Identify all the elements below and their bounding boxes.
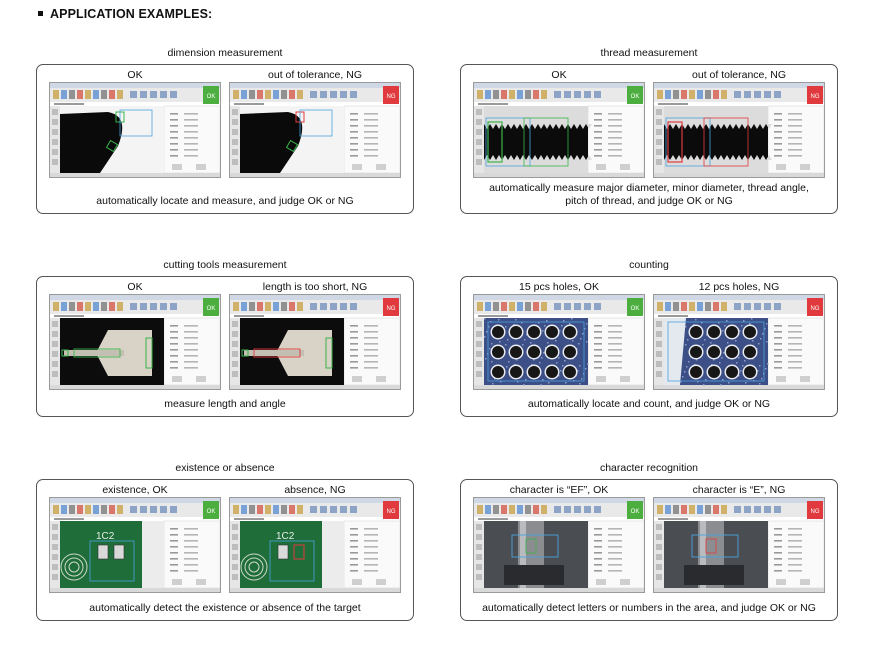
panel-title: thread measurement [600, 47, 698, 59]
status-badge-icon [627, 501, 643, 519]
result-label: absence, NG [284, 484, 346, 496]
svg-text:NG: NG [387, 306, 396, 312]
status-badge-icon [203, 501, 219, 519]
status-badge-icon [627, 298, 643, 316]
example-left: OK OK [473, 68, 645, 178]
caption-line: pitch of thread, and judge OK or NG [565, 195, 733, 207]
svg-text:OK: OK [207, 509, 216, 515]
screenshot-row: character is “EF”, OK OK character is “E”,… [473, 483, 825, 593]
app-window-icon: NG [229, 294, 401, 390]
screenshot-row: OK OK length is too short, NG NG [49, 280, 401, 390]
status-badge-icon [807, 501, 823, 519]
result-label: 15 pcs holes, OK [519, 281, 599, 293]
example-left: character is “EF”, OK OK [473, 483, 645, 593]
result-label: out of tolerance, NG [692, 69, 786, 81]
screenshot-row: OK OK out of tolerance, NG NG [473, 68, 825, 178]
status-badge-icon [807, 298, 823, 316]
result-label: OK [551, 69, 567, 81]
panel-box: OK OK out of tolerance, NG NG automatically … [460, 64, 838, 214]
panel-box: OK OK out of tolerance, NG NG automatically … [36, 64, 414, 214]
svg-text:OK: OK [207, 306, 216, 312]
panel-box: OK OK length is too short, NG NG measure len… [36, 276, 414, 417]
result-label: out of tolerance, NG [268, 69, 362, 81]
app-window-icon: NG [653, 294, 825, 390]
example-right: length is too short, NG NG [229, 280, 401, 390]
svg-text:NG: NG [811, 94, 820, 100]
result-label: OK [127, 69, 143, 81]
app-window-icon: OK [473, 294, 645, 390]
example-left: existence, OK OK 1C2 [49, 483, 221, 593]
status-badge-icon [203, 86, 219, 104]
page-heading: APPLICATION EXAMPLES: [38, 7, 212, 21]
panel-caption: automatically detect letters or numbers … [482, 602, 816, 614]
example-right: out of tolerance, NG NG [653, 68, 825, 178]
app-window-icon: NG [653, 497, 825, 593]
screenshot-row: existence, OK OK 1C2 absence, NG NG 1C2 [49, 483, 401, 593]
result-label: 12 pcs holes, NG [698, 281, 780, 293]
result-label: existence, OK [102, 484, 168, 496]
page-heading-text: APPLICATION EXAMPLES: [50, 7, 213, 21]
app-window-icon: NG 1C2 [229, 497, 401, 593]
panel-counting: counting 15 pcs holes, OK OK 12 pcs holes, … [460, 258, 838, 417]
svg-text:NG: NG [387, 509, 396, 515]
panel-box: existence, OK OK 1C2 absence, NG NG 1C2 automa… [36, 479, 414, 621]
result-label: length is too short, NG [262, 281, 368, 293]
panel-title: dimension measurement [167, 47, 283, 59]
panel-caption: measure length and angle [164, 398, 286, 410]
panel-caption: automatically detect the existence or ab… [89, 602, 361, 614]
app-window-icon: OK [473, 82, 645, 178]
app-window-icon: OK [473, 497, 645, 593]
caption-line: automatically measure major diameter, mi… [489, 182, 809, 194]
panel-title: character recognition [599, 462, 699, 474]
panel-caption: automatically locate and count, and judg… [527, 398, 771, 410]
svg-text:OK: OK [631, 94, 640, 100]
example-left: OK OK [49, 280, 221, 390]
example-right: out of tolerance, NG NG [229, 68, 401, 178]
status-badge-icon [383, 298, 399, 316]
panel-caption: automatically measure major diameter, mi… [467, 182, 831, 208]
status-badge-icon [627, 86, 643, 104]
panel-title: cutting tools measurement [163, 259, 287, 271]
panel-character: character recognition character is “EF”, … [460, 461, 838, 621]
svg-text:NG: NG [387, 94, 396, 100]
panel-box: character is “EF”, OK OK character is “E”,… [460, 479, 838, 621]
app-window-icon: NG [229, 82, 401, 178]
result-label: character is “EF”, OK [509, 484, 609, 496]
app-window-icon: OK [49, 294, 221, 390]
result-label: character is “E”, NG [692, 484, 786, 496]
svg-text:1C2: 1C2 [276, 531, 295, 542]
example-right: absence, NG NG 1C2 [229, 483, 401, 593]
status-badge-icon [807, 86, 823, 104]
app-window-icon: OK [49, 82, 221, 178]
panel-box: 15 pcs holes, OK OK 12 pcs holes, NG NG auto… [460, 276, 838, 417]
app-window-icon: OK 1C2 [49, 497, 221, 593]
example-right: character is “E”, NG NG [653, 483, 825, 593]
panel-title: existence or absence [175, 462, 275, 474]
panel-caption: automatically locate and measure, and ju… [96, 195, 354, 207]
example-right: 12 pcs holes, NG NG [653, 280, 825, 390]
svg-text:OK: OK [207, 94, 216, 100]
status-badge-icon [203, 298, 219, 316]
svg-text:NG: NG [811, 509, 820, 515]
svg-text:NG: NG [811, 306, 820, 312]
svg-text:OK: OK [631, 306, 640, 312]
svg-text:1C2: 1C2 [96, 531, 115, 542]
panel-title: counting [629, 259, 669, 271]
example-left: OK OK [49, 68, 221, 178]
screenshot-row: 15 pcs holes, OK OK 12 pcs holes, NG NG [473, 280, 825, 390]
bullet-icon [38, 11, 43, 17]
status-badge-icon [383, 86, 399, 104]
app-window-icon: NG [653, 82, 825, 178]
status-badge-icon [383, 501, 399, 519]
example-left: 15 pcs holes, OK OK [473, 280, 645, 390]
result-label: OK [127, 281, 143, 293]
screenshot-row: OK OK out of tolerance, NG NG [49, 68, 401, 178]
svg-text:OK: OK [631, 509, 640, 515]
